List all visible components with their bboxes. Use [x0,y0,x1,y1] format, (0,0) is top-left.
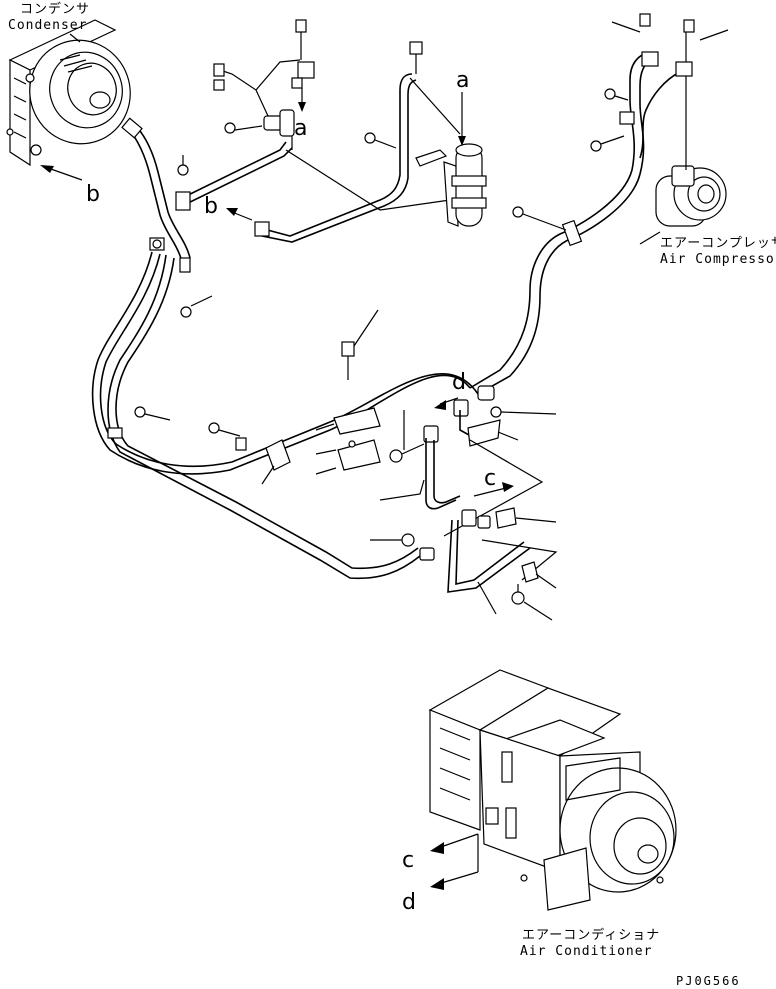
top-bolts [295,19,423,149]
marker-b-left: b [86,182,100,207]
marker-a-top: a [294,116,308,141]
arrow-c-aircon [430,833,479,854]
compressor-pipes [329,51,693,431]
aircon-connection-pipes [370,399,558,621]
drawing-code: PJ0G566 [676,974,741,988]
arrow-b-condenser [40,165,83,181]
condenser-label-jp: コンデンサ [20,2,91,17]
liquid-line-pipes [91,251,421,580]
marker-b-mid: b [204,194,218,219]
center-brackets [134,295,381,485]
air-compressor [611,13,729,227]
receiver-pipes [175,73,461,243]
arrow-a-top [298,88,306,112]
arrow-c-pipe [473,482,514,497]
condenser-label-en: Condenser [8,18,88,33]
condenser-hose [121,117,191,263]
marker-c-pipe: c [484,466,497,491]
air-conditioner-unit [428,669,677,911]
marker-c-aircon: c [402,848,415,873]
arrow-d-aircon [430,834,479,890]
arrow-d-pipe [434,397,459,410]
receiver-drier [415,92,487,227]
aircon-label-jp: エアーコンディショナ [522,928,661,943]
marker-d-pipe: d [452,370,466,395]
compressor-label-en: Air Compressor [660,252,776,267]
arrow-b-mid [226,208,253,221]
aircon-label-en: Air Conditioner [520,944,653,959]
pressure-switch-harness [213,59,315,150]
marker-d-aircon: d [402,890,416,915]
condenser-unit [6,19,131,167]
compressor-label-jp: エアーコンプレッサ [660,236,776,251]
marker-a-receiver: a [456,68,470,93]
